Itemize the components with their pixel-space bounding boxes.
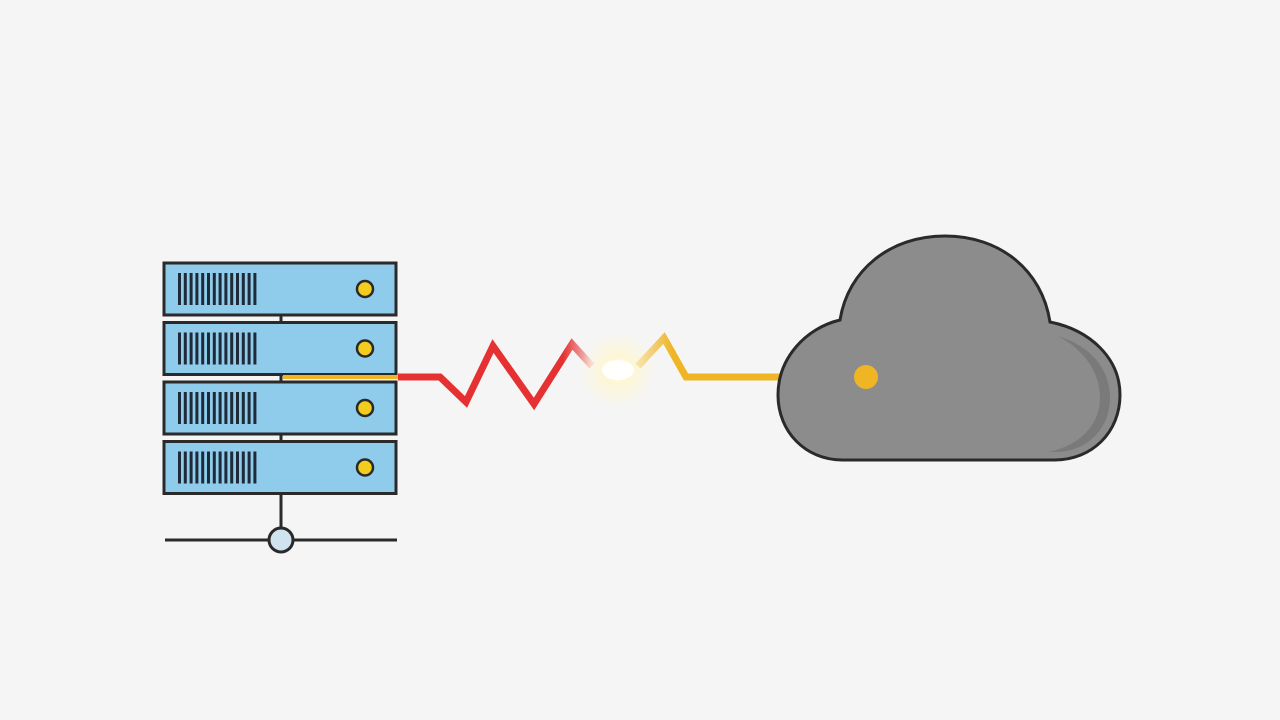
vent-grille-bar xyxy=(178,392,181,424)
vent-grille-bar xyxy=(189,332,193,365)
vent-grille-bar xyxy=(236,332,239,365)
server-unit xyxy=(162,440,398,495)
vent-grille-bar xyxy=(201,273,205,305)
vent-grille-bar xyxy=(236,273,239,305)
status-led xyxy=(355,339,375,358)
vent-grille-bar xyxy=(236,451,239,484)
server-unit xyxy=(162,321,398,376)
vent-grille-bar xyxy=(178,273,181,305)
vent-grille-bar xyxy=(195,392,199,424)
vent-grille-bar xyxy=(212,392,216,424)
vent-grille-bar xyxy=(224,332,228,365)
vent-grille-bar xyxy=(241,332,245,365)
vent-grille-bar xyxy=(207,273,210,305)
vent-grille-bar xyxy=(253,392,257,424)
vent-grille-bar xyxy=(178,451,181,484)
vent-grille-bar xyxy=(207,332,210,365)
vent-grille-bar xyxy=(224,392,228,424)
connection-break-spark xyxy=(580,332,656,408)
broken-link-server-segment xyxy=(398,338,595,411)
cloud-endpoint xyxy=(854,365,878,389)
status-led xyxy=(355,398,375,418)
server-unit xyxy=(162,261,398,317)
vent-grille-bar xyxy=(218,332,222,365)
vent-grille-bar xyxy=(189,451,193,484)
vent-grille-bar xyxy=(207,392,210,424)
vent-grille-bar xyxy=(247,392,251,424)
vent-grille-bar xyxy=(241,392,245,424)
vent-grille-bar xyxy=(241,273,245,305)
broken-link-cloud-segment xyxy=(635,332,866,381)
vent-grille-bar xyxy=(183,392,187,424)
vent-grille-bar xyxy=(241,451,245,484)
vent-grille-bar xyxy=(247,332,251,365)
vent-grille-bar xyxy=(218,392,222,424)
vent-grille-bar xyxy=(201,392,205,424)
vent-grille-bar xyxy=(224,451,228,484)
vent-grille-bar xyxy=(236,392,239,424)
vent-grille-bar xyxy=(253,273,257,305)
vent-grille-bar xyxy=(212,332,216,365)
vent-grille-bar xyxy=(178,332,181,365)
vent-grille-bar xyxy=(218,273,222,305)
vent-grille-bar xyxy=(253,451,257,484)
vent-grille-bar xyxy=(183,332,187,365)
network-node xyxy=(267,526,295,554)
vent-grille-bar xyxy=(247,273,251,305)
vent-grille-bar xyxy=(247,451,251,484)
vent-grille-bar xyxy=(224,273,228,305)
vent-grille-bar xyxy=(207,451,210,484)
status-led xyxy=(355,458,375,477)
vent-grille-bar xyxy=(218,451,222,484)
cloud-icon xyxy=(776,234,1122,462)
vent-grille-bar xyxy=(195,451,199,484)
vent-grille-bar xyxy=(230,332,234,365)
vent-grille-bar xyxy=(201,332,205,365)
vent-grille-bar xyxy=(195,332,199,365)
vent-grille-bar xyxy=(212,451,216,484)
server-unit xyxy=(162,380,398,436)
vent-grille-bar xyxy=(230,273,234,305)
vent-grille-bar xyxy=(230,392,234,424)
vent-grille-bar xyxy=(189,392,193,424)
status-led xyxy=(355,279,375,299)
server-rack xyxy=(162,261,398,554)
vent-grille-bar xyxy=(195,273,199,305)
vent-grille-bar xyxy=(183,451,187,484)
vent-grille-bar xyxy=(253,332,257,365)
vent-grille-bar xyxy=(189,273,193,305)
vent-grille-bar xyxy=(212,273,216,305)
vent-grille-bar xyxy=(201,451,205,484)
vent-grille-bar xyxy=(183,273,187,305)
vent-grille-bar xyxy=(230,451,234,484)
